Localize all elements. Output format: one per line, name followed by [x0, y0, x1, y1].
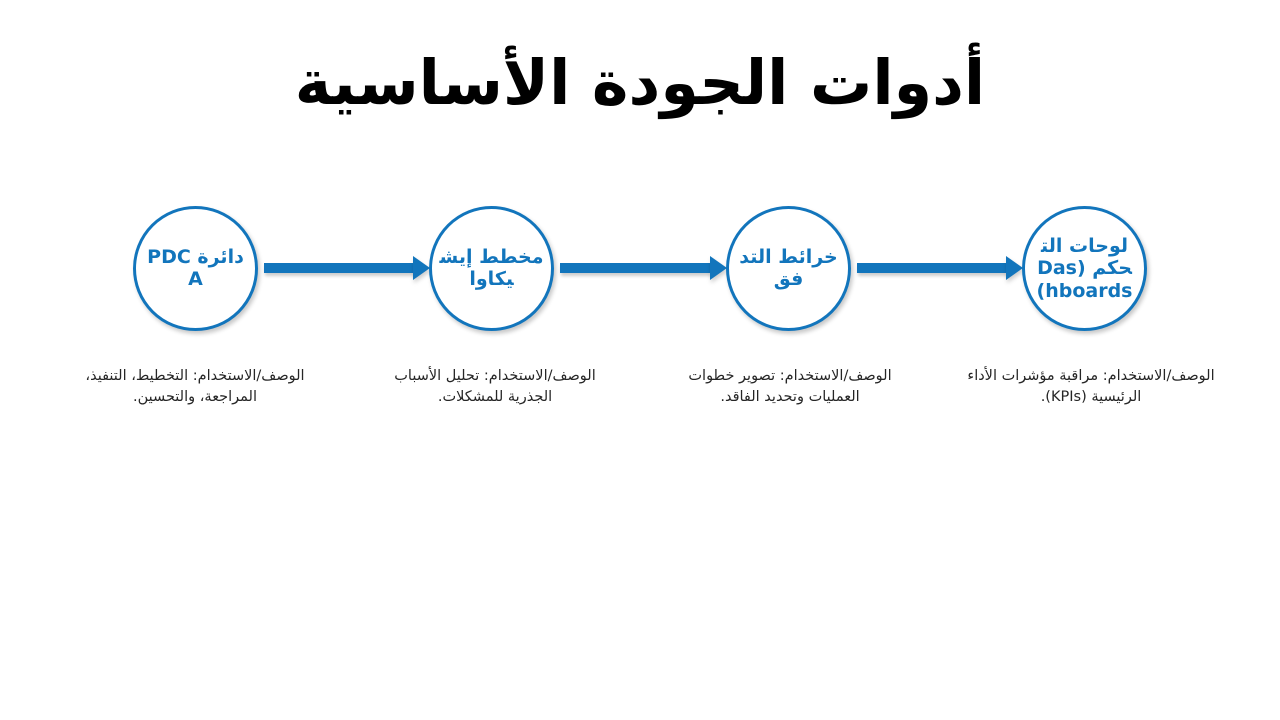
- circle-shape-ishikawa: [429, 206, 554, 331]
- arrow-right-icon: [560, 256, 727, 280]
- circle-shape-flowcharts: [726, 206, 851, 331]
- arrow-head: [1006, 256, 1023, 280]
- circle-shape-dashboards: [1022, 206, 1147, 331]
- arrow-head: [710, 256, 727, 280]
- process-node-caption: الوصف/الاستخدام: مراقبة مؤشرات الأداء ال…: [967, 368, 1215, 405]
- process-node-dashboards[interactable]: لوحات التحكم (Dashboards): [1022, 206, 1147, 331]
- circle-shape-pdca: [133, 206, 258, 331]
- process-node-caption: الوصف/الاستخدام: تصوير خطوات العمليات وت…: [688, 368, 892, 405]
- arrow-shaft: [560, 263, 711, 273]
- arrow-shaft: [264, 263, 414, 273]
- arrow-right-icon: [857, 256, 1023, 280]
- process-node-caption: الوصف/الاستخدام: التخطيط، التنفيذ، المرا…: [85, 368, 305, 405]
- arrow-shaft: [857, 263, 1007, 273]
- process-node-ishikawa[interactable]: مخطط إيشيكاوا: [429, 206, 554, 331]
- process-node-caption: الوصف/الاستخدام: تحليل الأسباب الجذرية ل…: [394, 368, 596, 405]
- arrow-head: [413, 256, 430, 280]
- arrow-right-icon: [264, 256, 430, 280]
- process-node-pdca[interactable]: دائرة PDCA: [133, 206, 258, 331]
- page-title: أدوات الجودة الأساسية: [294, 46, 986, 119]
- process-node-flowcharts[interactable]: خرائط التدفق: [726, 206, 851, 331]
